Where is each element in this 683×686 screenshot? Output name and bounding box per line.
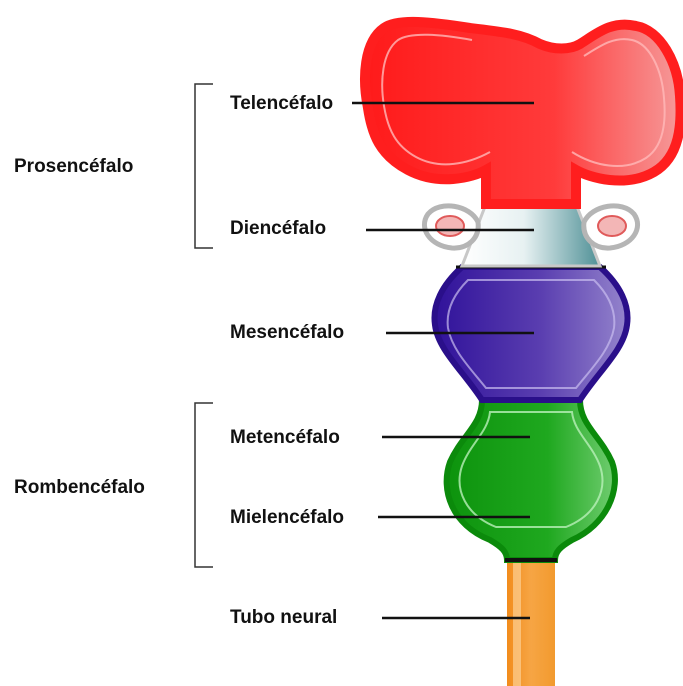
metencephalon-label: Metencéfalo [230,428,340,447]
mesencephalon-label: Mesencéfalo [230,323,344,342]
neural-tube-label: Tubo neural [230,608,337,627]
diencephalon-shape [424,203,637,266]
telencephalon-label: Telencéfalo [230,94,333,113]
telencephalon-shape [365,22,681,204]
rhombencephalon-shape [447,400,615,560]
prosencephalon-label: Prosencéfalo [14,157,133,176]
rhombencephalon-label: Rombencéfalo [14,478,145,497]
diencephalon-label: Diencéfalo [230,219,326,238]
rhombencephalon-bracket [195,403,213,567]
neural-tube-shape [507,560,555,686]
myelencephalon-label: Mielencéfalo [230,508,344,527]
prosencephalon-bracket [195,84,213,248]
